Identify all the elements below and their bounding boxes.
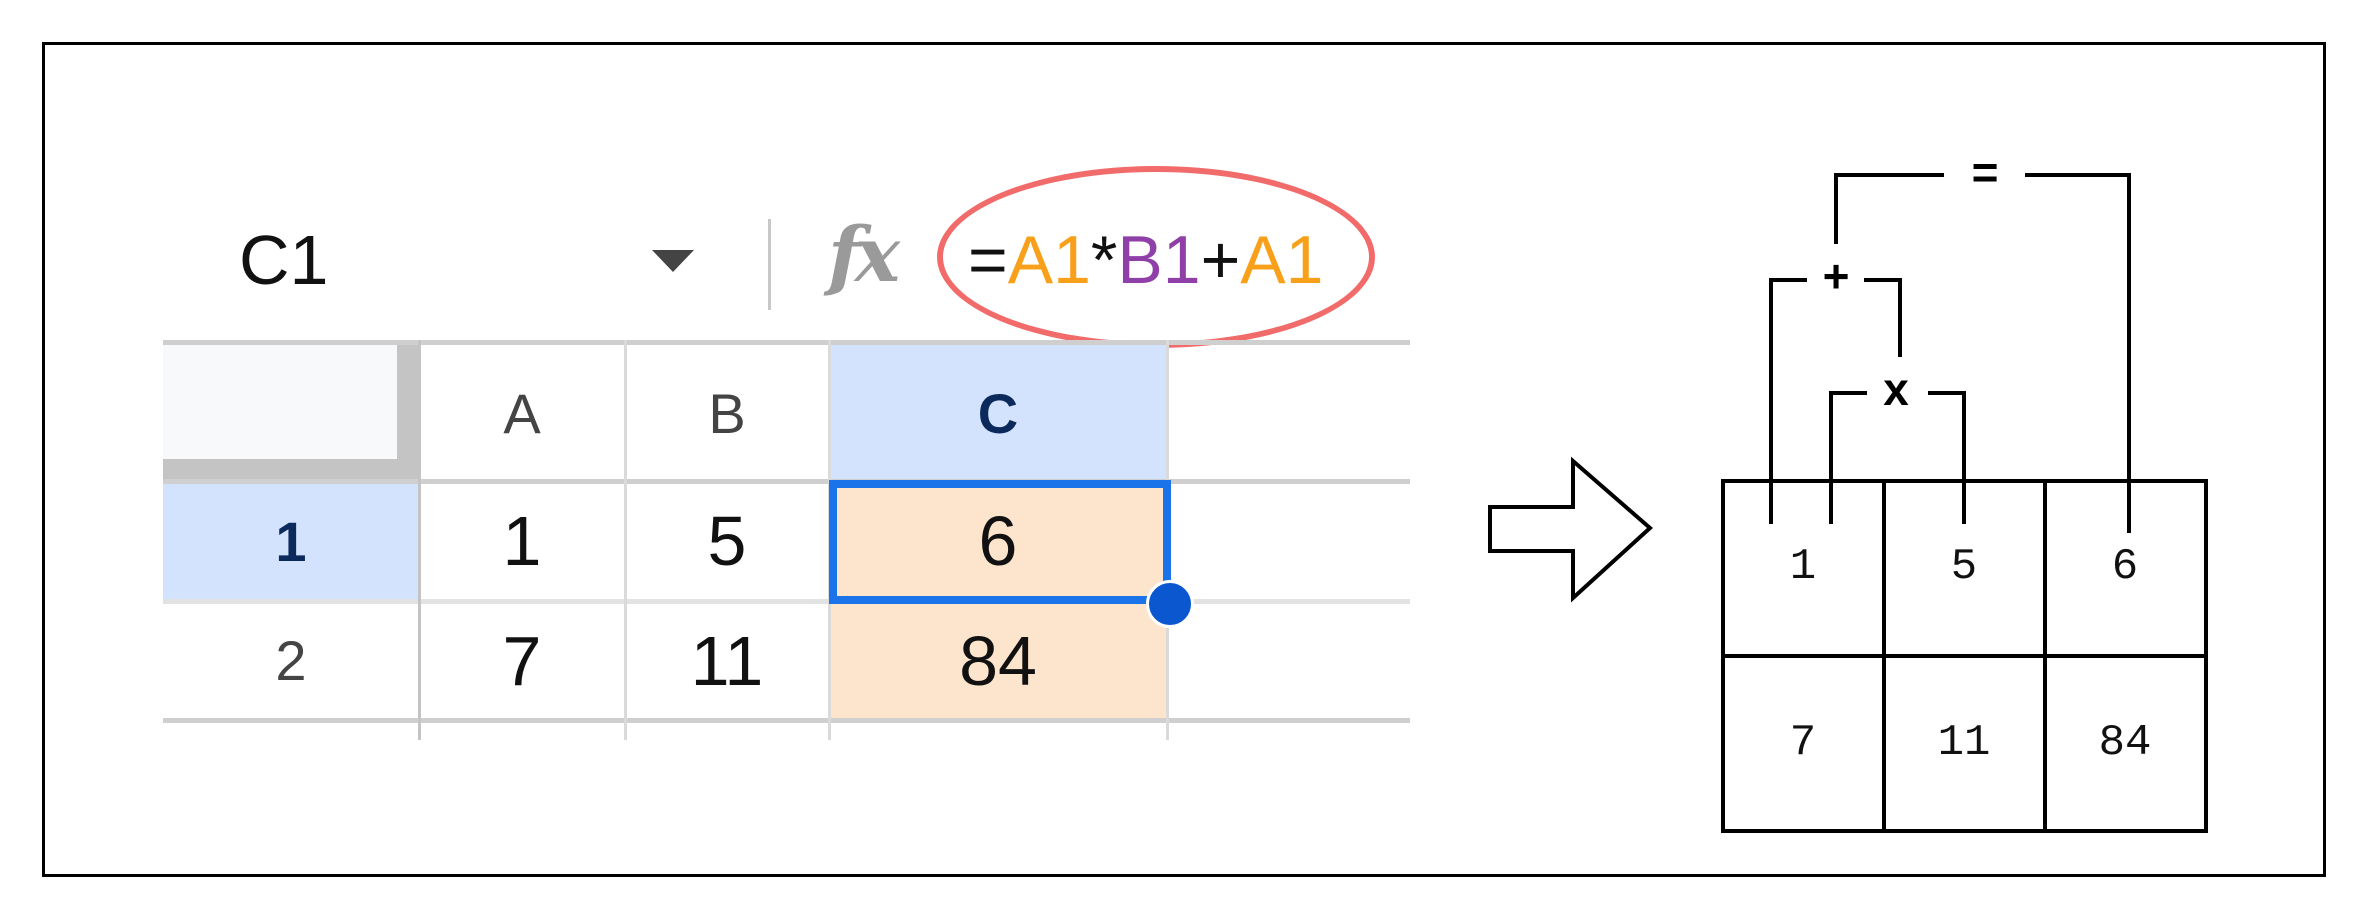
- times-connector: [1928, 391, 1966, 524]
- grid-line: [163, 599, 1410, 604]
- column-header-b[interactable]: B: [708, 381, 746, 445]
- cell-c1[interactable]: 6: [829, 481, 1167, 601]
- equals-connector: [2025, 173, 2131, 533]
- grid-line: [163, 479, 1410, 484]
- figure-frame: [42, 42, 2326, 877]
- spreadsheet-grid: A B C 1 1 5 6 2 7 11 84: [163, 340, 1410, 740]
- connector-lines: [1769, 173, 2131, 533]
- times-connector: [1829, 391, 1867, 524]
- plus-connector: [1864, 278, 1902, 357]
- grid-line: [624, 340, 627, 740]
- times-operator: x: [1883, 363, 1909, 415]
- table-cell: 1: [1790, 542, 1816, 592]
- name-box[interactable]: C1: [239, 221, 329, 299]
- cell-b2[interactable]: 11: [690, 621, 764, 700]
- table-cell: 6: [2112, 542, 2138, 592]
- cell-a2[interactable]: 7: [502, 621, 542, 700]
- plus-connector: [1769, 278, 1807, 524]
- table-cell: 11: [1938, 718, 1991, 768]
- equals-operator: =: [1972, 146, 1999, 198]
- column-header-c[interactable]: C: [829, 345, 1167, 481]
- chevron-down-icon[interactable]: [652, 250, 694, 272]
- fx-icon: fx: [828, 210, 900, 299]
- toolbar-divider: [768, 219, 771, 310]
- value-table: [1721, 479, 2208, 833]
- grid-line: [418, 340, 421, 740]
- row-header-1[interactable]: 1: [163, 481, 419, 601]
- equals-connector: [1834, 173, 1944, 244]
- fill-handle[interactable]: [1146, 580, 1194, 628]
- table-cell: 5: [1951, 542, 1977, 592]
- cell-a1[interactable]: 1: [502, 502, 542, 580]
- grid-line: [163, 718, 1410, 723]
- selected-cell-border: [829, 480, 1171, 604]
- table-cell: 84: [2099, 718, 2152, 768]
- select-all-corner[interactable]: [163, 345, 419, 481]
- table-cell: 7: [1790, 718, 1816, 768]
- grid-line: [163, 340, 1410, 345]
- cell-b1[interactable]: 5: [707, 502, 747, 580]
- right-arrow-icon: [1488, 456, 1654, 603]
- row-header-2[interactable]: 2: [275, 629, 307, 692]
- cell-c2[interactable]: 84: [829, 601, 1167, 720]
- plus-operator: +: [1823, 250, 1850, 302]
- column-header-a[interactable]: A: [503, 381, 541, 445]
